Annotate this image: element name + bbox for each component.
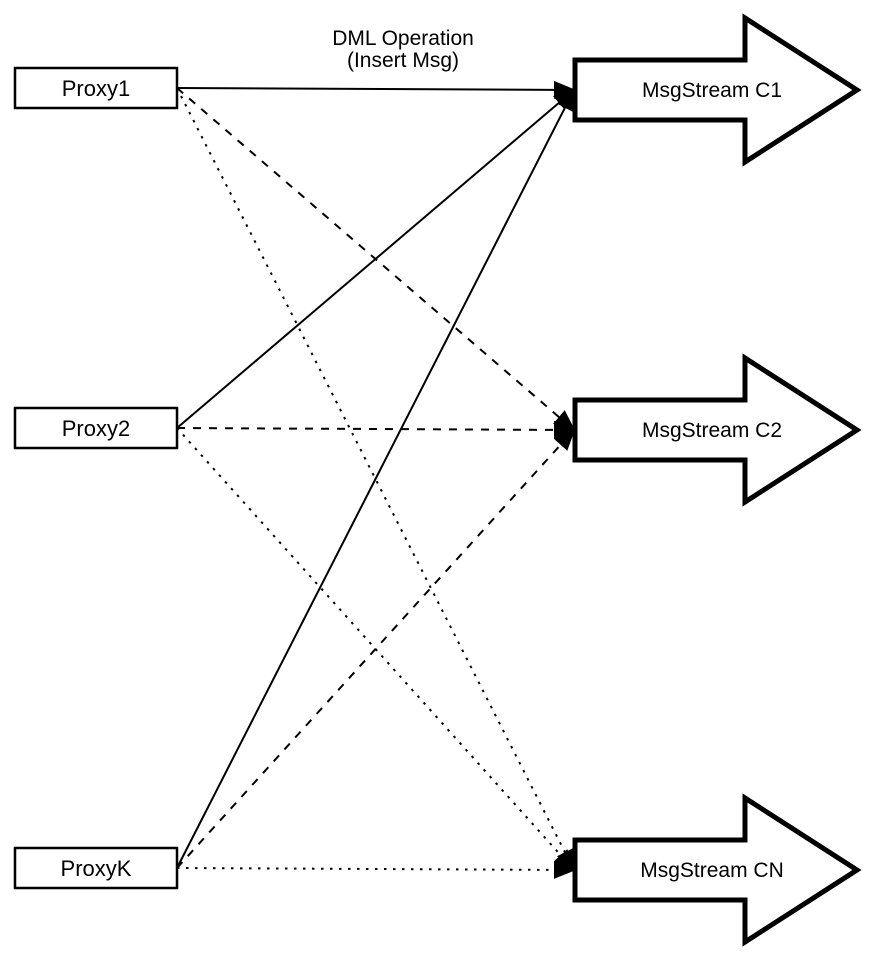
proxy1-label: Proxy1 <box>62 76 130 101</box>
msgstream-cn-label: MsgStream CN <box>640 859 784 882</box>
msgstream-cn-arrow-icon <box>572 793 862 947</box>
node-msgstream-c2: MsgStream C2 <box>572 353 862 507</box>
proxyk-box <box>13 846 179 890</box>
node-proxy2: Proxy2 <box>13 406 179 450</box>
msgstream-c2-arrow-icon <box>572 353 862 507</box>
node-msgstream-c1: MsgStream C1 <box>572 13 862 167</box>
node-proxy1: Proxy1 <box>13 66 179 110</box>
edge-lines <box>176 80 576 879</box>
proxy2-label: Proxy2 <box>62 416 130 441</box>
edge-proxy1-to-msgstream-c2 <box>176 87 576 432</box>
proxy1-box <box>13 66 179 110</box>
edge-proxy2-to-msgstream-c2 <box>176 420 576 439</box>
edge-proxyk-to-msgstream-c1 <box>176 88 575 869</box>
msgstream-c1-label: MsgStream C1 <box>642 79 782 102</box>
node-proxyk: ProxyK <box>13 846 179 890</box>
edge-proxy2-to-msgstream-cn <box>176 427 576 872</box>
edge-proxy1-to-msgstream-cn <box>176 87 575 872</box>
msgstream-c2-label: MsgStream C2 <box>642 419 782 442</box>
msgstream-c1-arrow-icon <box>572 13 862 167</box>
edge-label-dml-operation: DML Operation <box>332 27 474 50</box>
proxy2-box <box>13 406 179 450</box>
edge-proxy1-to-msgstream-c1 <box>176 80 576 99</box>
edge-proxyk-to-msgstream-cn <box>176 860 576 879</box>
edge-label-insert-msg: (Insert Msg) <box>347 49 459 72</box>
node-msgstream-cn: MsgStream CN <box>572 793 862 947</box>
proxyk-label: ProxyK <box>61 856 132 881</box>
